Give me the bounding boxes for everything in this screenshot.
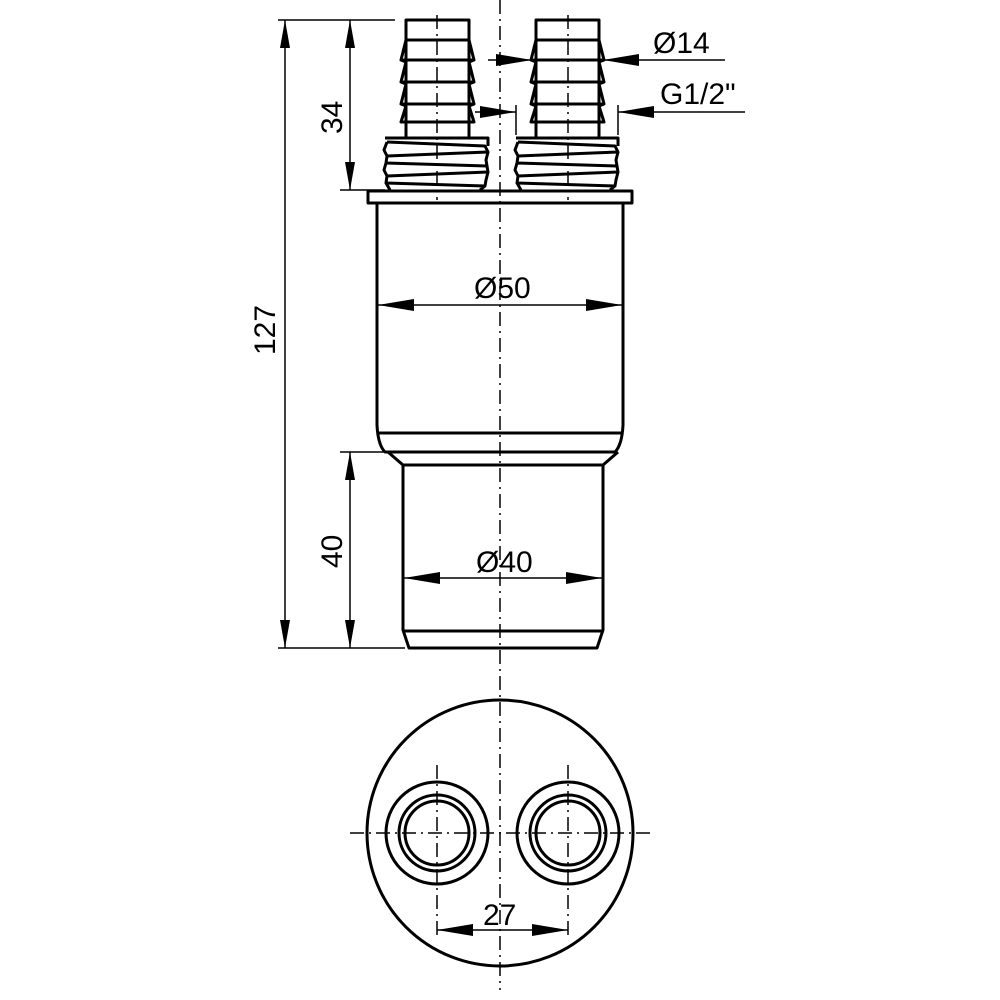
dim-thread: G1/2": [660, 78, 736, 111]
dim-barb-height: 34: [316, 101, 349, 134]
dim-lower-pipe-height: 40: [316, 535, 349, 568]
adapter-body: [366, 189, 634, 650]
left-thread: [382, 136, 490, 192]
dimension-lines: [278, 19, 745, 936]
centerlines: [350, 0, 652, 990]
bottom-view: [365, 698, 635, 968]
dim-barb-diameter: Ø14: [653, 27, 710, 60]
dim-spacing: 27: [483, 899, 516, 932]
right-thread: [513, 136, 620, 192]
dim-lower-pipe-diameter: Ø40: [476, 546, 533, 579]
dim-body-diameter: Ø50: [474, 272, 531, 305]
right-hose-barb: [529, 18, 606, 137]
dim-overall-height: 127: [249, 305, 282, 355]
left-hose-barb: [399, 18, 476, 137]
